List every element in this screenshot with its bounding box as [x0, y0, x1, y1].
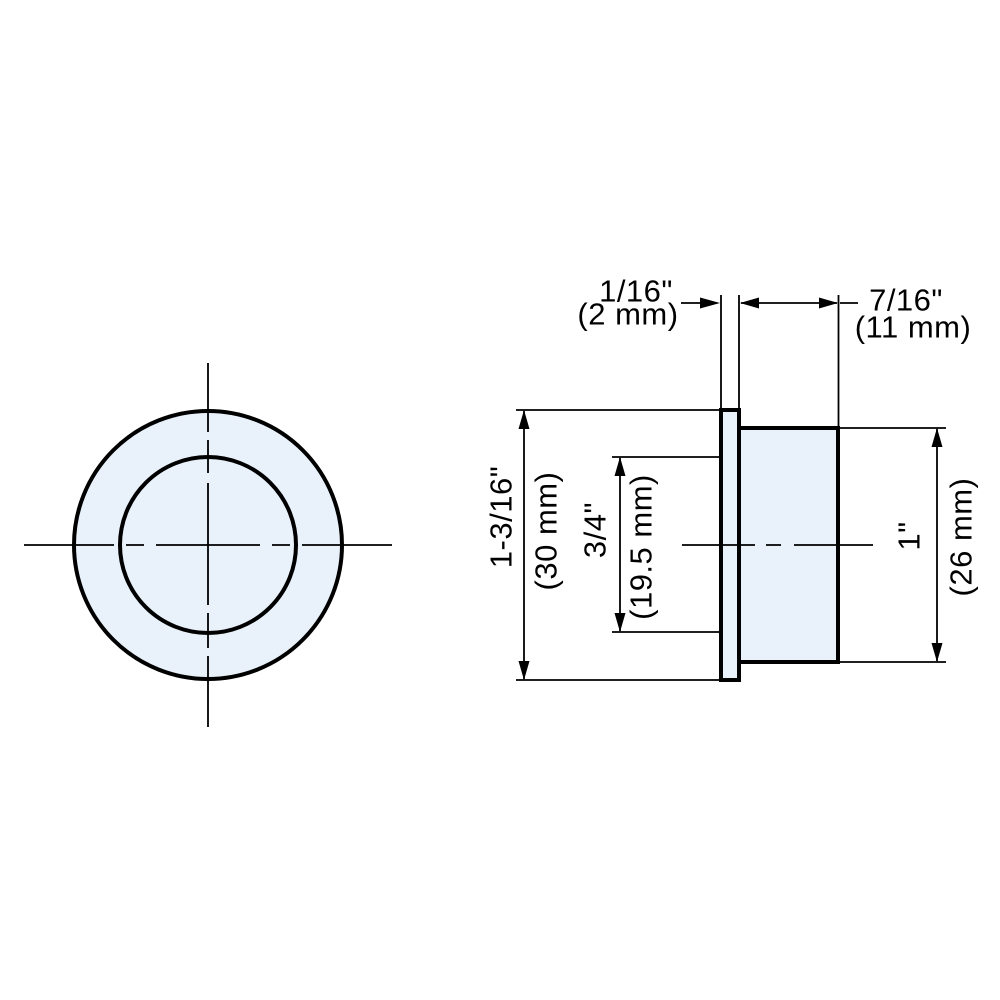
arrowhead-right-icon: [700, 297, 720, 309]
dim-label-bore-diameter-metric: (19.5 mm): [624, 474, 659, 620]
extension-lines: [612, 456, 719, 633]
arrowhead-right-icon: [819, 297, 838, 309]
dim-body-diameter: 1" (26 mm): [840, 427, 979, 663]
front-view: [24, 363, 392, 727]
arrowhead-up-icon: [931, 428, 943, 447]
dim-body-length: 7/16" (11 mm): [740, 283, 972, 426]
extension-lines: [840, 427, 946, 663]
dim-label-body-diameter-metric: (26 mm): [944, 478, 979, 597]
arrowhead-up-icon: [614, 457, 626, 476]
dim-bore-diameter: 3/4" (19.5 mm): [578, 456, 719, 633]
dim-label-bore-diameter-inch: 3/4": [578, 502, 613, 558]
side-view: [682, 408, 873, 682]
arrowhead-down-icon: [518, 661, 530, 680]
dim-label-flange-thickness-metric: (2 mm): [577, 297, 678, 332]
arrowhead-up-icon: [518, 410, 530, 429]
arrowhead-down-icon: [614, 613, 626, 632]
dim-flange-thickness: 1/16" (2 mm): [577, 274, 740, 408]
dim-label-flange-thickness-inch: 1/16": [599, 274, 673, 309]
dim-label-body-length-metric: (11 mm): [855, 310, 972, 345]
dim-flange-diameter: 1-3/16" (30 mm): [484, 409, 719, 681]
dim-label-flange-diameter-metric: (30 mm): [529, 472, 564, 591]
arrowhead-down-icon: [931, 643, 943, 662]
dim-label-flange-diameter-inch: 1-3/16": [484, 466, 519, 568]
extension-lines: [516, 409, 719, 681]
extension-lines: [720, 295, 740, 408]
dim-label-body-length-inch: 7/16": [869, 283, 943, 318]
dim-label-body-diameter-inch: 1": [892, 521, 927, 550]
arrowhead-left-icon: [740, 297, 759, 309]
